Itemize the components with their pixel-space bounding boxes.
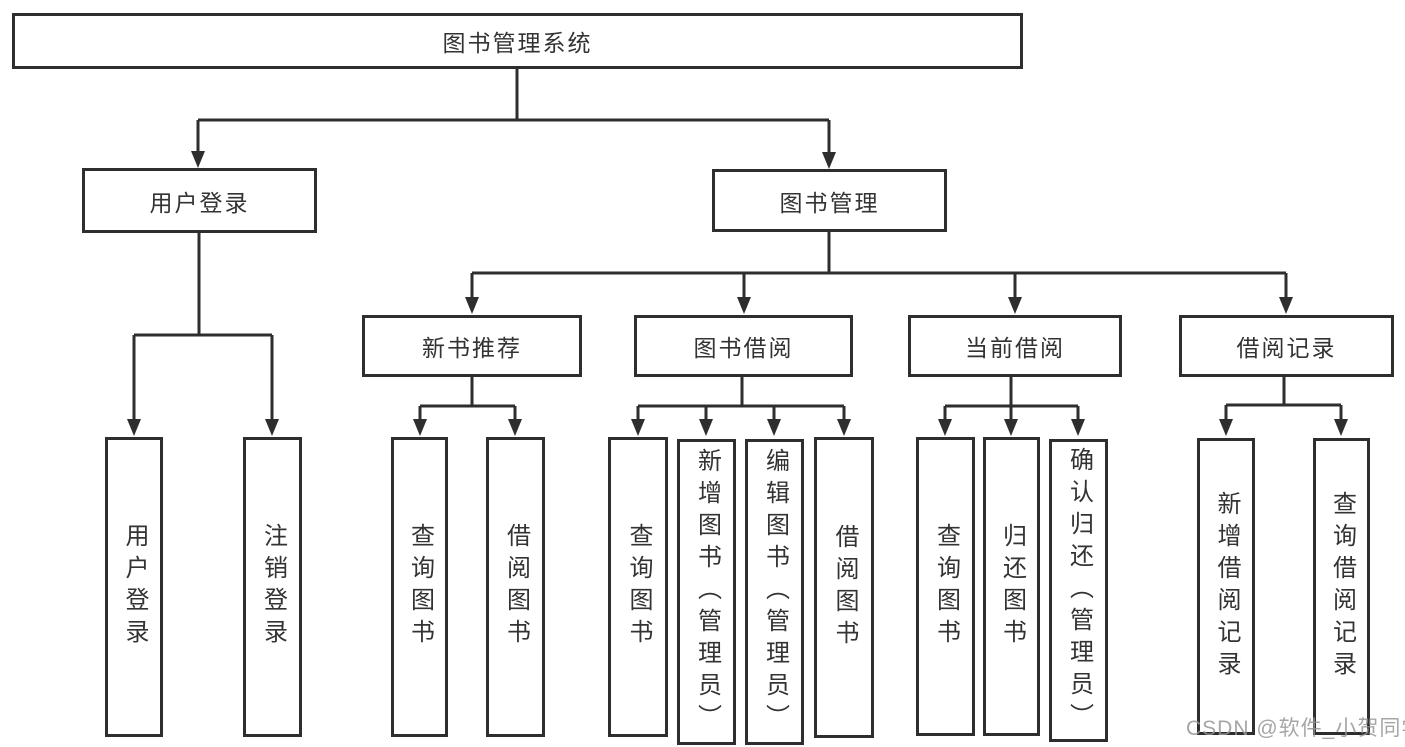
arrowhead <box>465 297 479 314</box>
connector-book-borrowing-branch <box>636 377 846 420</box>
connector-current-borrowing-branch <box>943 377 1080 420</box>
arrowhead <box>508 419 522 436</box>
arrowheads <box>127 151 1348 436</box>
watermark-text: CSDN @软件_小贺同学 <box>1186 717 1405 740</box>
node-leaf-bb-edit-books-label: 编辑图书（管理员） <box>761 448 789 736</box>
node-user-login: 用户登录 <box>82 168 317 233</box>
node-leaf-nb-query-books: 查询图书 <box>391 437 448 737</box>
node-user-login-label: 用户登录 <box>149 189 250 216</box>
node-leaf-nb-borrow-books-label: 借阅图书 <box>502 523 530 651</box>
node-leaf-bb-edit-books: 编辑图书（管理员） <box>745 439 804 745</box>
node-borrowing-records: 借阅记录 <box>1179 315 1394 377</box>
node-leaf-user-login: 用户登录 <box>105 437 163 737</box>
node-leaf-cb-return-books-label: 归还图书 <box>998 522 1026 651</box>
arrowhead <box>1008 297 1022 314</box>
arrowhead <box>127 419 141 436</box>
node-current-borrowing-label: 当前借阅 <box>965 335 1065 361</box>
node-new-book-recommendation: 新书推荐 <box>362 315 582 377</box>
connector-root-branch <box>196 69 831 153</box>
node-leaf-br-add-record: 新增借阅记录 <box>1197 438 1255 735</box>
node-leaf-cb-query-books: 查询图书 <box>916 437 975 736</box>
node-leaf-logout-label: 注销登录 <box>259 523 287 651</box>
arrowhead <box>737 297 751 314</box>
node-leaf-bb-query-books-label: 查询图书 <box>625 523 652 651</box>
node-leaf-bb-add-books: 新增图书（管理员） <box>677 439 736 745</box>
node-leaf-cb-confirm-return: 确认归还（管理员） <box>1049 439 1108 742</box>
connector-book-management-branch <box>470 232 1288 298</box>
node-leaf-nb-borrow-books: 借阅图书 <box>486 437 545 737</box>
node-book-management: 图书管理 <box>712 169 947 232</box>
node-leaf-cb-query-books-label: 查询图书 <box>932 522 960 651</box>
node-leaf-user-login-label: 用户登录 <box>121 523 148 651</box>
arrowhead <box>938 419 952 436</box>
node-new-book-recommendation-label: 新书推荐 <box>422 335 522 361</box>
arrowhead <box>837 419 851 436</box>
arrowhead <box>1334 419 1348 436</box>
arrowhead <box>631 419 645 436</box>
connector-user-login-branch <box>132 233 274 420</box>
node-leaf-bb-query-books: 查询图书 <box>608 437 668 737</box>
arrowhead <box>1071 419 1085 436</box>
node-book-borrowing: 图书借阅 <box>634 315 853 377</box>
arrowhead <box>699 419 713 436</box>
connector-borrowing-records-branch <box>1224 376 1343 420</box>
node-current-borrowing: 当前借阅 <box>908 315 1122 377</box>
arrowhead <box>1004 419 1018 436</box>
node-leaf-cb-return-books: 归还图书 <box>983 437 1040 736</box>
connector-new-book-branch <box>418 377 517 420</box>
arrowhead <box>1219 419 1233 436</box>
arrowhead <box>1279 297 1293 314</box>
arrowhead <box>767 419 781 436</box>
node-leaf-br-add-record-label: 新增借阅记录 <box>1213 490 1240 683</box>
node-root-label: 图书管理系统 <box>442 30 593 56</box>
arrowhead <box>265 419 279 436</box>
node-book-management-label: 图书管理 <box>779 189 880 216</box>
node-leaf-br-query-record-label: 查询借阅记录 <box>1328 490 1356 683</box>
node-leaf-bb-add-books-label: 新增图书（管理员） <box>693 448 721 736</box>
node-leaf-br-query-record: 查询借阅记录 <box>1313 438 1370 735</box>
node-leaf-nb-query-books-label: 查询图书 <box>406 523 434 651</box>
node-borrowing-records-label: 借阅记录 <box>1236 335 1337 361</box>
arrowhead <box>822 152 836 169</box>
node-root: 图书管理系统 <box>12 13 1023 69</box>
node-book-borrowing-label: 图书借阅 <box>693 335 794 361</box>
arrowhead <box>191 151 205 168</box>
node-leaf-logout: 注销登录 <box>243 437 302 737</box>
node-leaf-cb-confirm-return-label: 确认归还（管理员） <box>1065 446 1093 735</box>
node-leaf-bb-borrow-books: 借阅图书 <box>814 437 874 738</box>
node-leaf-bb-borrow-books-label: 借阅图书 <box>831 523 858 652</box>
arrowhead <box>413 419 427 436</box>
